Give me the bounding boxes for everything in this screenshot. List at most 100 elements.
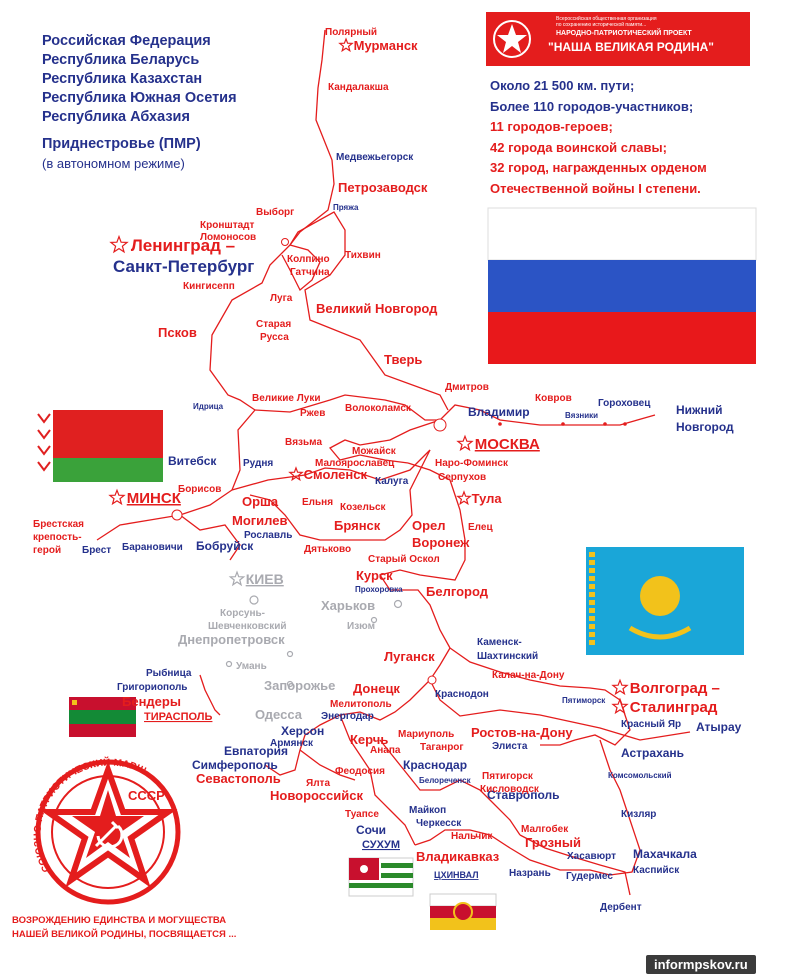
city-label: Рудня — [243, 458, 273, 469]
city-label: Вязьма — [285, 437, 322, 448]
city-label: Анапа — [370, 745, 401, 756]
abkhazia-flag — [348, 857, 414, 897]
city-label: Ломоносов — [200, 232, 256, 243]
city-label: Астрахань — [621, 746, 684, 760]
route-stats: Около 21 500 км. пути; Более 110 городов… — [490, 76, 707, 199]
city-label: Псков — [158, 325, 197, 340]
city-label: Можайск — [352, 446, 397, 457]
city-label: Таганрог — [420, 742, 464, 753]
emblem-star-text: СССР — [128, 788, 165, 803]
city-label: Днепропетровск — [178, 632, 285, 647]
city-label: Каспийск — [633, 865, 680, 876]
city-label: Серпухов — [438, 472, 486, 483]
city-label: Одесса — [255, 707, 303, 722]
stat-line: 42 города воинской славы; — [490, 139, 667, 155]
hero-star-icon — [338, 37, 354, 53]
city-label: Новгород — [676, 420, 734, 434]
city-label: МОСКВА — [475, 436, 540, 453]
city-label: Шахтинский — [477, 651, 538, 662]
city-label: Рославль — [244, 530, 292, 541]
city-label: Кронштадт — [200, 220, 255, 231]
city-label: Краснодон — [435, 689, 489, 700]
city-label: Бендеры — [122, 694, 181, 709]
city-label: Новороссийск — [270, 788, 363, 803]
city-label: Медвежьегорск — [336, 152, 414, 163]
city-label: Григориополь — [117, 682, 187, 693]
city-label: Мелитополь — [330, 699, 392, 710]
city-label: Ковров — [535, 393, 572, 404]
city-label: Нальчик — [451, 831, 493, 842]
city-label: Великие Луки — [252, 393, 321, 404]
city-label: Ржев — [300, 408, 325, 419]
city-label: Белгород — [426, 584, 489, 599]
city-label: СУХУМ — [362, 839, 400, 851]
city-label: Гороховец — [598, 398, 651, 409]
city-label: Мариуполь — [398, 729, 454, 740]
city-label: Пятигорск — [482, 771, 534, 782]
city-label: Брестская — [33, 519, 84, 530]
hero-star-icon — [108, 488, 126, 506]
country-line: Республика Южная Осетия — [42, 90, 237, 106]
city-label: Каменск- — [477, 637, 522, 648]
city-label: Владикавказ — [416, 849, 500, 864]
city-label: Махачкала — [633, 847, 697, 861]
hero-city-stars — [108, 37, 629, 715]
stat-line: 32 город, награжденных орденом — [490, 160, 707, 175]
hero-star-icon — [456, 490, 472, 506]
city-label: Брянск — [334, 518, 381, 533]
city-label: Ленинград – — [131, 236, 235, 255]
city-label: Малгобек — [521, 823, 569, 835]
city-label: Черкесск — [416, 818, 462, 829]
city-label: Шевченковский — [208, 621, 287, 632]
city-label: Колпино — [287, 254, 330, 265]
banner-project-name: "НАША ВЕЛИКАЯ РОДИНА" — [548, 40, 714, 54]
city-label: Елец — [468, 522, 493, 533]
city-label: Грозный — [525, 835, 581, 850]
city-label: Кингисепп — [183, 281, 235, 292]
city-label: Великий Новгород — [316, 301, 438, 316]
stat-line: Отечественной войны I степени. — [490, 180, 701, 196]
city-label: Курск — [356, 568, 393, 583]
city-labels: ПолярныйМурманскКандалакшаМедвежьегорскП… — [33, 27, 742, 913]
city-label: Ростов-на-Дону — [471, 725, 573, 740]
city-label: Гудермес — [566, 871, 613, 882]
city-label: Могилев — [232, 513, 288, 528]
stat-line: Более 110 городов-участников; — [490, 98, 694, 114]
city-label: Полярный — [325, 27, 377, 38]
city-label: Калуга — [375, 476, 409, 487]
city-label: Корсунь- — [220, 608, 265, 619]
city-label: Сочи — [356, 823, 386, 837]
city-label: Русса — [260, 332, 289, 343]
source-watermark[interactable]: informpskov.ru — [646, 955, 756, 974]
city-label: Комсомольский — [608, 771, 672, 780]
banner-project-label: НАРОДНО-ПАТРИОТИЧЕСКИЙ ПРОЕКТ — [556, 30, 692, 37]
city-label: Наро-Фоминск — [435, 458, 509, 469]
country-line: Республика Казахстан — [42, 71, 203, 87]
country-line: Республика Беларусь — [42, 52, 200, 68]
city-label: Донецк — [353, 681, 400, 696]
city-label: Воронеж — [412, 535, 470, 550]
city-label: Кисловодск — [480, 784, 540, 795]
city-label: Тверь — [384, 352, 422, 367]
city-label: Санкт-Петербург — [113, 257, 254, 276]
city-label: Владимир — [468, 405, 530, 419]
city-label: Мурманск — [354, 38, 418, 53]
city-label: Кандалакша — [328, 82, 389, 93]
city-label: Вязники — [565, 411, 598, 420]
city-label: Брест — [82, 545, 111, 556]
city-label: крепость- — [33, 532, 82, 543]
country-line: Республика Абхазия — [42, 109, 190, 125]
city-label: Волгоград – — [630, 680, 720, 697]
hero-star-icon — [109, 234, 129, 254]
city-label: Керчь — [350, 732, 388, 747]
city-label: Херсон — [281, 724, 324, 738]
city-label: Сталинград — [630, 699, 718, 716]
city-label: Козельск — [340, 502, 387, 513]
city-label: Умань — [236, 661, 267, 672]
city-label: Волоколамск — [345, 403, 412, 414]
march-emblem — [35, 759, 181, 905]
belarus-flag — [35, 410, 163, 482]
country-line: Российская Федерация — [42, 33, 211, 49]
city-label: Орша — [242, 494, 279, 509]
